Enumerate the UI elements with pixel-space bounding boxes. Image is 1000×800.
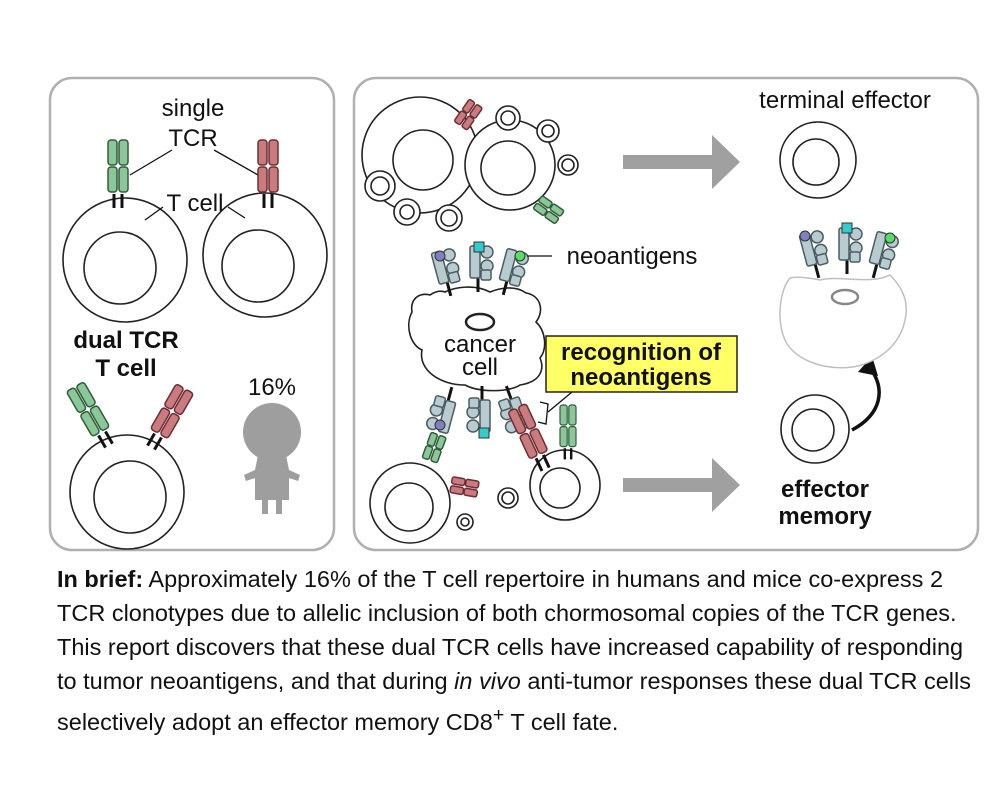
dual-tcr-t-cell-engaged: [506, 401, 601, 521]
recognition-bracket: [537, 401, 549, 425]
t-cell-label: T cell: [167, 190, 224, 217]
brief-italic: in vivo: [454, 668, 521, 694]
brief-summary: In brief: Approximately 16% of the T cel…: [57, 562, 987, 739]
dual-tcr-label-line2: T cell: [95, 355, 156, 382]
arrow-to-terminal-effector: [623, 135, 740, 189]
terminal-effector-label: terminal effector: [759, 87, 931, 114]
t-cell-leader-left: [144, 206, 164, 221]
t-cell-single-red: [202, 138, 328, 318]
mhc-neoantigens-top: [429, 241, 532, 301]
recognition-leader: [547, 391, 573, 413]
single-tcr-label-line2: TCR: [168, 125, 217, 152]
dual-tcr-t-cell: [64, 380, 196, 550]
brief-text-2: anti-tumor responses these dual TCR cell…: [57, 668, 971, 735]
cancer-cell-label-line1: cancer: [444, 331, 516, 358]
single-tcr-label-line1: single: [162, 95, 225, 122]
brief-text-3: T cell fate.: [504, 708, 619, 735]
brief-text-1: Approximately 16% of the T cell repertoi…: [57, 566, 964, 694]
recognition-label-line1: recognition of: [561, 339, 722, 366]
percent-label: 16%: [248, 374, 296, 401]
single-tcr-leader-left: [129, 149, 173, 176]
dual-tcr-label-line1: dual TCR: [73, 327, 178, 354]
terminal-effector-cell: [779, 121, 857, 199]
t-cell-single-green: [62, 138, 188, 323]
t-cell-cluster-bottom: [369, 431, 519, 544]
cancer-cell-label-line2: cell: [462, 354, 498, 381]
t-cell-cluster-top: [361, 96, 579, 232]
brief-superscript: +: [492, 704, 505, 726]
brief-lead: In brief:: [57, 566, 144, 592]
recognition-highlight-box: [545, 335, 738, 393]
right-panel-frame: [352, 76, 980, 552]
recognition-label-line2: neoantigens: [570, 364, 711, 391]
single-tcr-leader-right: [213, 149, 259, 176]
arrow-to-effector-memory: [623, 458, 740, 512]
left-panel-frame: [48, 76, 336, 552]
human-figure-icon: [243, 403, 301, 514]
lysed-cancer-cell: [779, 222, 907, 369]
effector-memory-label-line1: effector: [781, 476, 869, 503]
diagram: single TCR T cell dual TCR T cell 16%: [48, 76, 980, 552]
effector-memory-cell: [780, 394, 850, 464]
neoantigens-label: neoantigens: [567, 243, 698, 270]
effector-memory-label-line2: memory: [778, 503, 872, 530]
t-cell-leader-right: [227, 206, 246, 219]
